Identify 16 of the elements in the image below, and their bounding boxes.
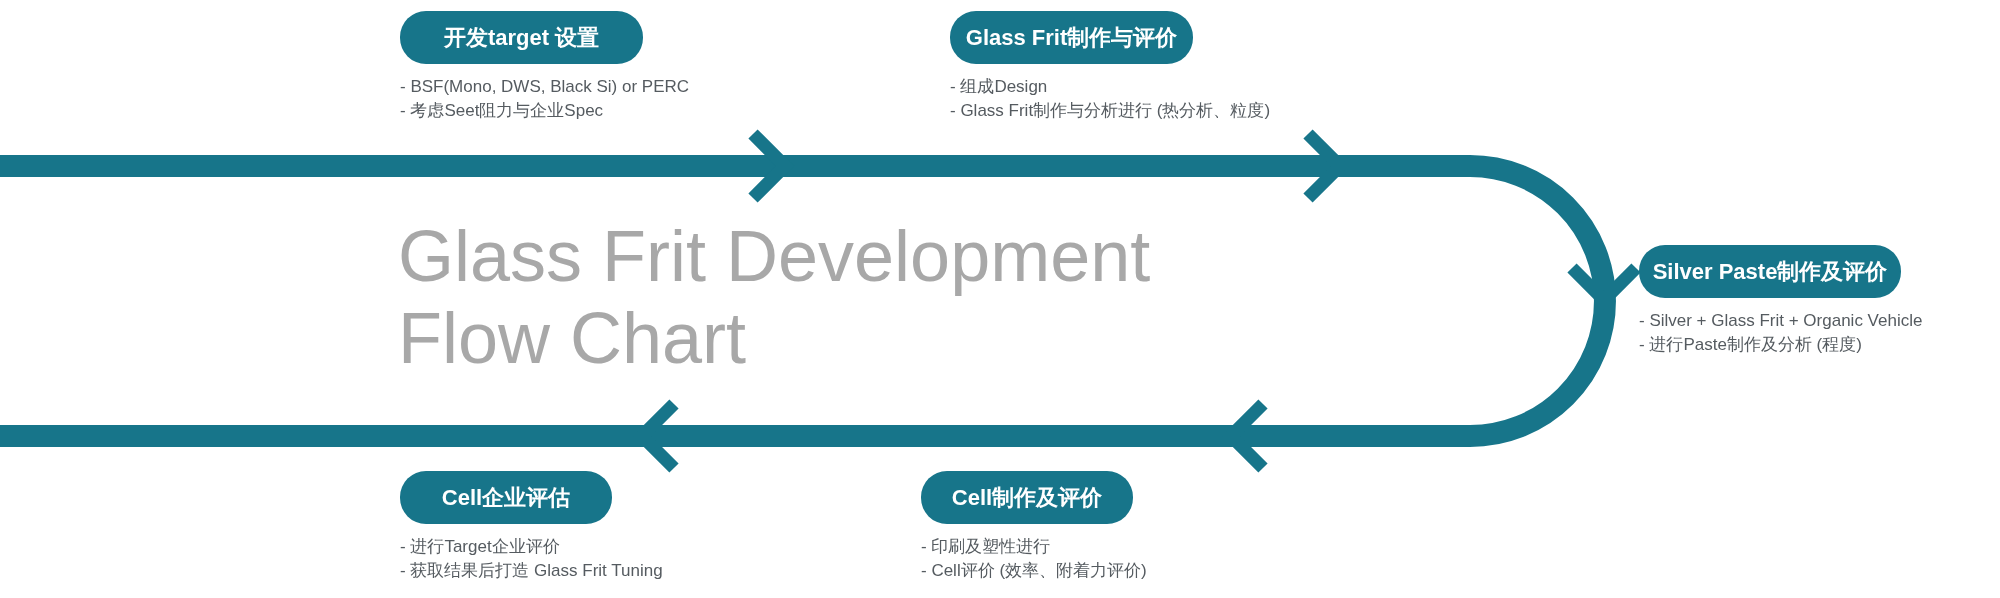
- step-pill: Cell企业评估: [400, 471, 612, 524]
- step-note: - Glass Frit制作与分析进行 (热分析、粒度): [950, 100, 1271, 122]
- step-pill: 开发target 设置: [400, 11, 643, 64]
- step-note: - 进行Paste制作及分析 (程度): [1639, 334, 1863, 356]
- step-pill: Cell制作及评价: [921, 471, 1133, 524]
- step-note: - 印刷及塑性进行: [921, 536, 1052, 558]
- step-note: - 组成Design: [950, 76, 1049, 98]
- step-pill: Silver Paste制作及评价: [1639, 245, 1901, 298]
- step-note: - 进行Target企业评价: [400, 536, 561, 558]
- step-note: - BSF(Mono, DWS, Black Si) or PERC: [400, 76, 690, 98]
- step-note: - 考虑Seet阻力与企业Spec: [400, 100, 605, 122]
- step-note: - 获取结果后打造 Glass Frit Tuning: [400, 560, 663, 582]
- watermark-title: Glass Frit Development Flow Chart: [398, 215, 1152, 379]
- step-note: - Cell评价 (效率、附着力评价): [921, 560, 1147, 582]
- step-pill: Glass Frit制作与评价: [950, 11, 1193, 64]
- step-note: - Silver + Glass Frit + Organic Vehicle: [1639, 310, 1923, 332]
